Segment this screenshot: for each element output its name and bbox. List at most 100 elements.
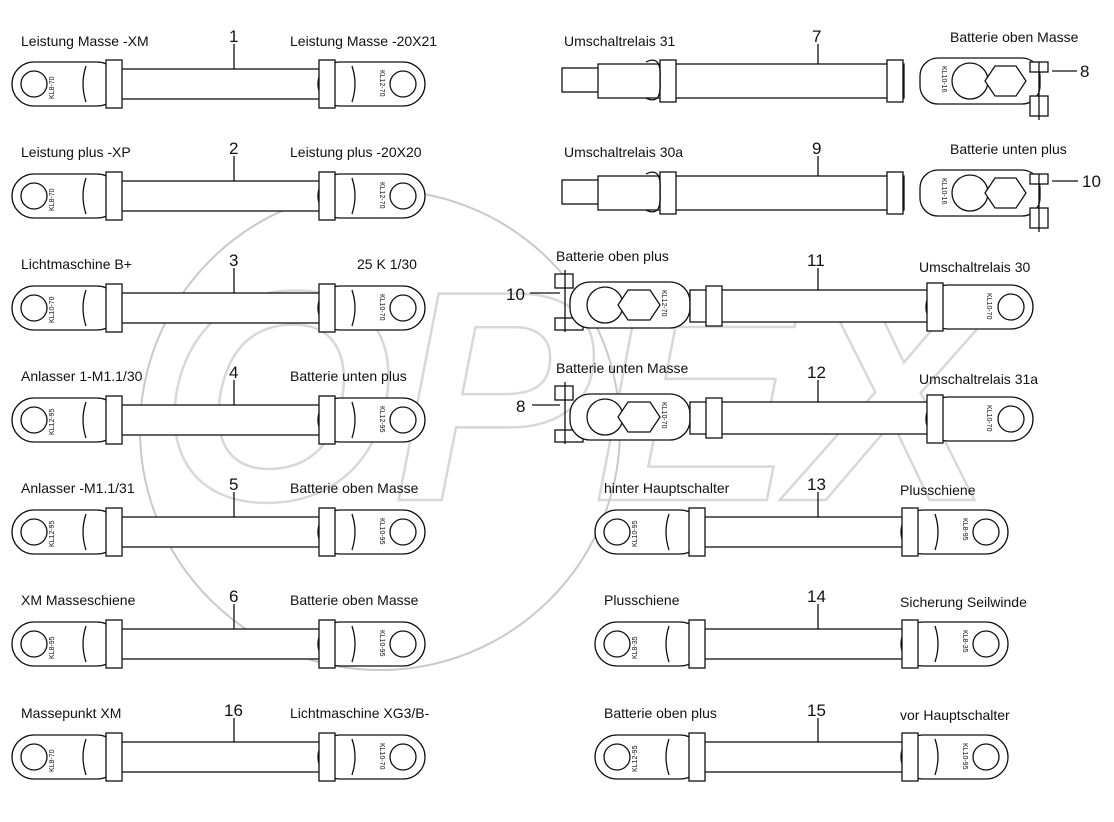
cable-left-label: Leistung Masse -XM [21, 33, 149, 49]
cable-body: KL12-95 KL10-95 [594, 732, 1009, 782]
lug-left-spec: KL10-70 [660, 402, 667, 429]
cable-16: Massepunkt XM 16 Lichtmaschine XG3/B- KL… [11, 701, 430, 782]
cable-body: KL8-70 KL10-70 [11, 732, 426, 782]
cable-right-label: Lichtmaschine XG3/B- [290, 705, 430, 721]
cable-right-label: Batterie unten plus [950, 141, 1067, 157]
cable-right-label: vor Hauptschalter [900, 707, 1010, 723]
lug-left-spec: KL12-95 [49, 408, 56, 435]
cable-4: Anlasser 1-M1.1/30 4 Batterie unten plus… [11, 363, 426, 445]
cable-right-label: Batterie oben Masse [290, 480, 419, 496]
lug-right-spec: KL12-70 [378, 182, 385, 209]
cable-body: KL8-95 KL10-95 [11, 619, 426, 669]
cable-left-label: XM Masseschiene [21, 592, 136, 608]
relay-pin [561, 67, 603, 93]
cable-14: Plusschiene 14 Sicherung Seilwinde KL8-3… [594, 587, 1027, 669]
lug-right-spec: KL10-16 [940, 66, 947, 93]
lug-left-spec: KL8-70 [49, 749, 56, 772]
crimp-left [105, 59, 123, 109]
cable-right-label: Leistung plus -20X20 [290, 144, 422, 160]
cable-number: 15 [807, 701, 826, 720]
cable-1: Leistung Masse -XM 1 Leistung Masse -20X… [11, 27, 437, 109]
lug-left-spec: KL8-70 [49, 76, 56, 99]
lug-left-spec: KL12-70 [660, 290, 667, 317]
lug-left-spec: KL8-35 [632, 636, 639, 659]
cable-left-label: Massepunkt XM [21, 705, 121, 721]
cable-13: hinter Hauptschalter 13 Plusschiene KL10… [594, 475, 1009, 557]
cable-right-label: Umschaltrelais 30 [919, 259, 1030, 275]
lug-right-spec: KL12-95 [378, 406, 385, 433]
cable-number: 13 [807, 475, 826, 494]
cable-number: 7 [812, 27, 821, 46]
lug-right-spec: KL10-95 [961, 743, 968, 770]
lug-left-spec: KL8-70 [49, 188, 56, 211]
cable-left-label: Umschaltrelais 31 [564, 33, 675, 49]
cable-left-label: Lichtmaschine B+ [21, 256, 132, 272]
cable-body: KL10-16 [561, 57, 1049, 120]
cable-right-label: Sicherung Seilwinde [900, 594, 1027, 610]
lug-right-spec: KL10-95 [378, 518, 385, 545]
clamp-number: 8 [1080, 62, 1089, 81]
clamp-number: 10 [1082, 172, 1101, 191]
lug-left-spec: KL10-70 [49, 296, 56, 323]
cable-right-label: Plusschiene [900, 482, 976, 498]
cable-left-label: Umschaltrelais 30a [564, 144, 683, 160]
lug-right-spec: KL8-35 [961, 630, 968, 653]
cable-9: Umschaltrelais 30a 9 Batterie unten plus… [561, 139, 1101, 232]
cable-body: KL10-70 KL10-70 [554, 382, 1034, 444]
cable-number: 3 [229, 251, 238, 270]
crimp-right [318, 59, 336, 109]
cable-left-label: Leistung plus -XP [21, 144, 131, 160]
lug-left-spec: KL12-95 [632, 745, 639, 772]
cable-right-label: Batterie oben Masse [290, 592, 419, 608]
cable-right-label: Umschaltrelais 31a [919, 371, 1038, 387]
cable-number: 5 [229, 475, 238, 494]
cable-left-label: Batterie unten Masse [556, 360, 689, 376]
lug-left-spec: KL8-95 [49, 636, 56, 659]
cable-body: KL10-70 KL10-70 [11, 283, 426, 333]
lug-right-spec: KL10-70 [378, 743, 385, 770]
cable-right-label: Leistung Masse -20X21 [290, 33, 437, 49]
cable-6: XM Masseschiene 6 Batterie oben Masse KL… [11, 587, 426, 669]
cable-body: KL8-70 KL12-70 [11, 59, 426, 109]
lug-right-spec: KL10-95 [378, 630, 385, 657]
cable-12: Batterie unten Masse 12 Umschaltrelais 3… [516, 360, 1038, 444]
cable-number: 1 [229, 27, 238, 46]
cable-left-label: Anlasser 1-M1.1/30 [21, 368, 143, 384]
cable-number: 14 [807, 587, 826, 606]
cable-left-label: Batterie oben plus [556, 248, 669, 264]
cable-right-label: Batterie oben Masse [950, 29, 1079, 45]
clamp-number: 10 [506, 285, 525, 304]
cable-number: 4 [229, 363, 238, 382]
cable-number: 16 [224, 701, 243, 720]
lug-left-spec: KL12-95 [49, 520, 56, 547]
cable-2: Leistung plus -XP 2 Leistung plus -20X20… [11, 139, 426, 221]
cable-number: 11 [807, 251, 825, 270]
cable-number: 9 [812, 139, 821, 158]
cable-body: KL10-16 [561, 169, 1049, 232]
lug-right-spec: KL10-16 [940, 178, 947, 205]
lug-right-spec: KL12-70 [378, 70, 385, 97]
relay-pin [561, 179, 603, 205]
cable-body: KL12-95 KL12-95 [11, 395, 426, 445]
lug-left-spec: KL10-95 [632, 520, 639, 547]
cable-left-label: Plusschiene [604, 592, 680, 608]
cable-body: KL8-35 KL8-35 [594, 619, 1009, 669]
cable-left-label: hinter Hauptschalter [604, 480, 730, 496]
cable-body: KL10-95 KL8-95 [594, 507, 1009, 557]
lug-right-spec: KL10-70 [378, 294, 385, 321]
cable-7: Umschaltrelais 31 7 Batterie oben Masse … [561, 27, 1089, 120]
cable-5: Anlasser -M1.1/31 5 Batterie oben Masse … [11, 475, 426, 557]
cable-body: KL12-70 KL10-70 [554, 270, 1034, 332]
cable-body: KL8-70 KL12-70 [11, 171, 426, 221]
cable-15: Batterie oben plus 15 vor Hauptschalter … [594, 701, 1010, 782]
cable-3: Lichtmaschine B+ 3 25 K 1/30 KL10-70 KL1… [11, 251, 426, 333]
cable-left-label: Batterie oben plus [604, 705, 717, 721]
cable-right-label: Batterie unten plus [290, 368, 407, 384]
lug-right-spec: KL10-70 [985, 405, 992, 432]
cable-right-label: 25 K 1/30 [357, 256, 417, 272]
lug-right-spec: KL8-95 [961, 518, 968, 541]
cable-body: KL12-95 KL10-95 [11, 507, 426, 557]
cable-11: Batterie oben plus 11 Umschaltrelais 30 … [506, 248, 1034, 332]
